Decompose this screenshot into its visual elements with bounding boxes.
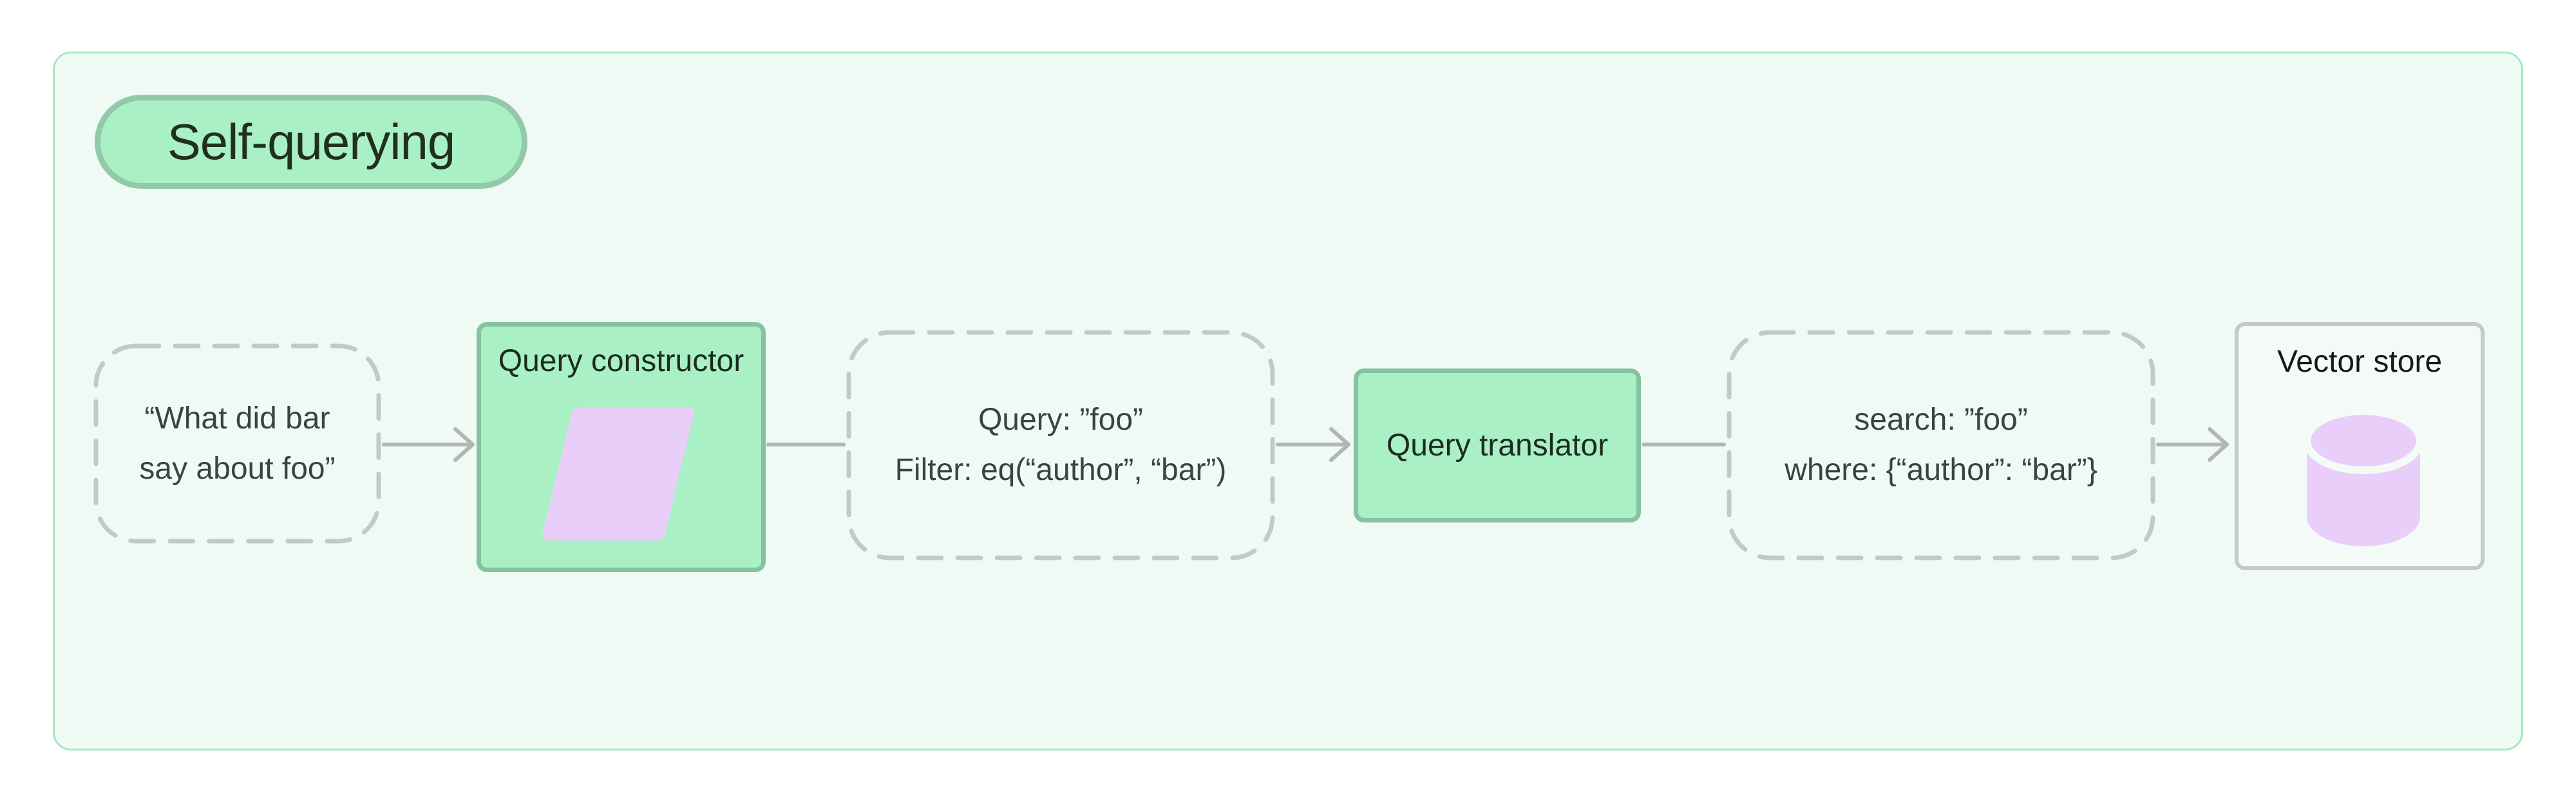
self-querying-panel: Self-querying [53,52,2523,751]
parallelogram-icon [540,407,696,541]
query-translator-label: Query translator [1386,428,1609,463]
node-user-query: “What did bar say about foo” [93,343,381,544]
diagram-title-badge: Self-querying [95,95,527,189]
user-query-line2: say about foo” [139,451,336,486]
dashed-border [846,330,1275,560]
translated-query-line1: search: ”foo” [1854,403,2028,437]
user-query-line1: “What did bar [144,401,330,436]
dashed-border [1727,330,2155,560]
translated-query-line2: where: {“author”: “bar”} [1785,453,2098,487]
node-query-constructor: Query constructor [477,322,766,572]
vector-store-label: Vector store [2277,345,2443,379]
node-structured-query: Query: ”foo” Filter: eq(“author”, “bar”) [846,330,1275,560]
node-vector-store: Vector store [2235,322,2485,570]
query-constructor-label: Query constructor [498,344,744,378]
diagram-title: Self-querying [167,113,456,170]
structured-query-text: Query: ”foo” Filter: eq(“author”, “bar”) [895,395,1227,495]
user-query-text: “What did bar say about foo” [139,394,335,494]
structured-query-line1: Query: ”foo” [978,403,1144,437]
structured-query-line2: Filter: eq(“author”, “bar”) [895,453,1227,487]
node-query-translator: Query translator [1354,368,1641,522]
dashed-border [93,343,381,544]
translated-query-text: search: ”foo” where: {“author”: “bar”} [1785,395,2098,495]
database-icon [2303,407,2424,546]
node-translated-query: search: ”foo” where: {“author”: “bar”} [1727,330,2155,560]
